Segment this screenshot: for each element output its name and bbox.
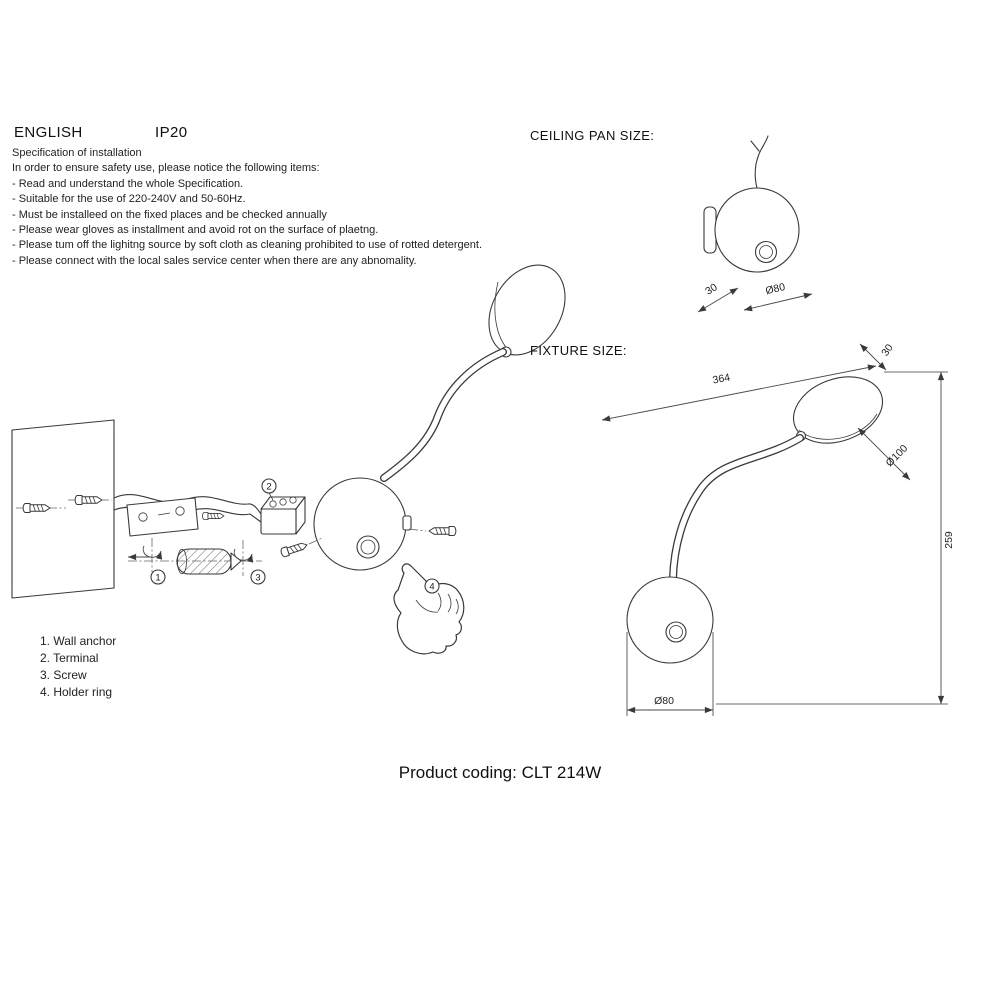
ceiling-pan-switch-outer (754, 240, 778, 264)
base-screw-leader-left (308, 537, 323, 545)
callout-2-circle (261, 478, 277, 494)
fixture-switch-inner (669, 625, 683, 639)
callout-4: 4 (429, 582, 434, 593)
fixture-base (626, 576, 714, 664)
parts-list-item-4: 4. Holder ring (40, 685, 113, 699)
ceiling-pan-side-tab (703, 206, 717, 254)
fixture-gooseneck-inner (670, 435, 803, 581)
spec-item-4: - Please wear gloves as installment and … (12, 224, 379, 237)
terminal-screw-2 (279, 498, 287, 506)
terminal-screw-1 (269, 500, 277, 508)
ceiling-pan-drawing: 30 Ø80 (697, 135, 813, 313)
parts-list-item-2: 2. Terminal (40, 651, 99, 665)
hand-thumb (415, 599, 439, 613)
callout-2: 2 (266, 482, 271, 493)
spec-item-1: - Read and understand the whole Specific… (12, 177, 244, 190)
lamp-gooseneck (380, 348, 507, 482)
ceiling-pan-cable-branch (750, 140, 760, 152)
lamp-gooseneck-inner (381, 349, 506, 481)
anchor-end-cap (177, 548, 187, 575)
hand-knuckle-1 (437, 592, 442, 612)
terminal-screw-3 (289, 496, 297, 504)
anchor-tip (230, 552, 242, 571)
hand-knuckle-3 (455, 598, 459, 615)
rotation-arrow-1 (142, 545, 163, 560)
base-screw-icon-right (428, 526, 457, 536)
wall-screw-icon-1 (22, 503, 51, 513)
parts-list: 1. Wall anchor 2. Terminal 3. Screw 4. H… (40, 633, 116, 701)
ip-rating-label: IP20 (155, 124, 188, 141)
callout-3: 3 (255, 573, 260, 584)
fixture-width-dim-line (601, 364, 877, 422)
ceiling-pan-cable (754, 135, 769, 189)
fixture-height-dim: 259 (943, 531, 955, 549)
ceiling-pan-size-label: CEILING PAN SIZE: (530, 128, 655, 143)
spec-item-6: - Please connect with the local sales se… (12, 254, 417, 267)
fixture-head-diameter-dim-line (857, 427, 911, 481)
product-coding: Product coding: CLT 214W (398, 763, 602, 782)
lamp-base-tab (402, 515, 412, 531)
callout-1-circle (150, 569, 166, 585)
fixture-head-thickness-dim-line (859, 343, 887, 371)
wall-screw-icon-2 (74, 495, 103, 505)
lamp-base (313, 477, 407, 571)
base-screw-icon-left (279, 540, 309, 558)
ceiling-pan-switch-inner (759, 245, 773, 259)
installation-diagram: 1 2 3 4 (11, 264, 566, 655)
ceiling-pan-thickness-dim: 30 (703, 281, 719, 297)
ceiling-pan-diameter-dim-line (743, 292, 813, 312)
spec-item-5: - Please tum off the lighitng source by … (12, 239, 483, 252)
bracket-hole-right (175, 506, 185, 516)
spec-intro: In order to ensure safety use, please no… (12, 162, 320, 175)
bracket-slot (157, 512, 171, 516)
small-screw-icon (202, 512, 225, 520)
language-label: ENGLISH (14, 124, 83, 141)
wire-1 (113, 494, 262, 515)
spec-title: Specification of installation (12, 147, 142, 159)
parts-list-item-1: 1. Wall anchor (40, 634, 117, 648)
callout-3-circle (250, 569, 266, 585)
callout-2-leader (268, 492, 274, 501)
fixture-switch-outer (665, 621, 687, 643)
ceiling-pan-diameter-dim: Ø80 (764, 281, 786, 297)
base-screw-leader-right (408, 528, 427, 532)
fixture-head-diameter-dim: Ø100 (884, 442, 911, 469)
spec-item-3: - Must be installeed on the fixed places… (12, 208, 327, 221)
bracket-hole-left (138, 512, 148, 522)
lamp-switch-inner (360, 539, 376, 555)
hand-outline (393, 563, 465, 655)
specification-block: Specification of installation In order t… (12, 146, 482, 269)
mounting-bracket (126, 497, 199, 537)
hand-knuckle-2 (447, 593, 452, 613)
fixture-head-thickness-dim: 30 (879, 342, 896, 359)
lamp-switch-outer (356, 535, 380, 559)
terminal-front (260, 508, 297, 535)
fixture-drawing: 364 30 Ø100 259 (601, 342, 955, 716)
fixture-lamp-head (792, 376, 884, 444)
spec-item-2: - Suitable for the use of 220-240V and 5… (12, 193, 246, 206)
fixture-width-dim: 364 (712, 371, 732, 386)
callout-4-circle (424, 578, 440, 594)
parts-list-item-3: 3. Screw (40, 668, 87, 682)
fixture-size-label: FIXTURE SIZE: (530, 343, 627, 358)
callout-1: 1 (155, 573, 160, 584)
terminal-block-icon (260, 496, 306, 535)
fixture-base-diameter-dim: Ø80 (654, 695, 674, 707)
pointing-hand-icon (393, 563, 465, 655)
rotation-arrow-2 (233, 548, 254, 563)
wall-panel (11, 419, 115, 599)
ceiling-pan-body (714, 187, 800, 273)
ceiling-pan-thickness-dim-line (697, 287, 739, 313)
